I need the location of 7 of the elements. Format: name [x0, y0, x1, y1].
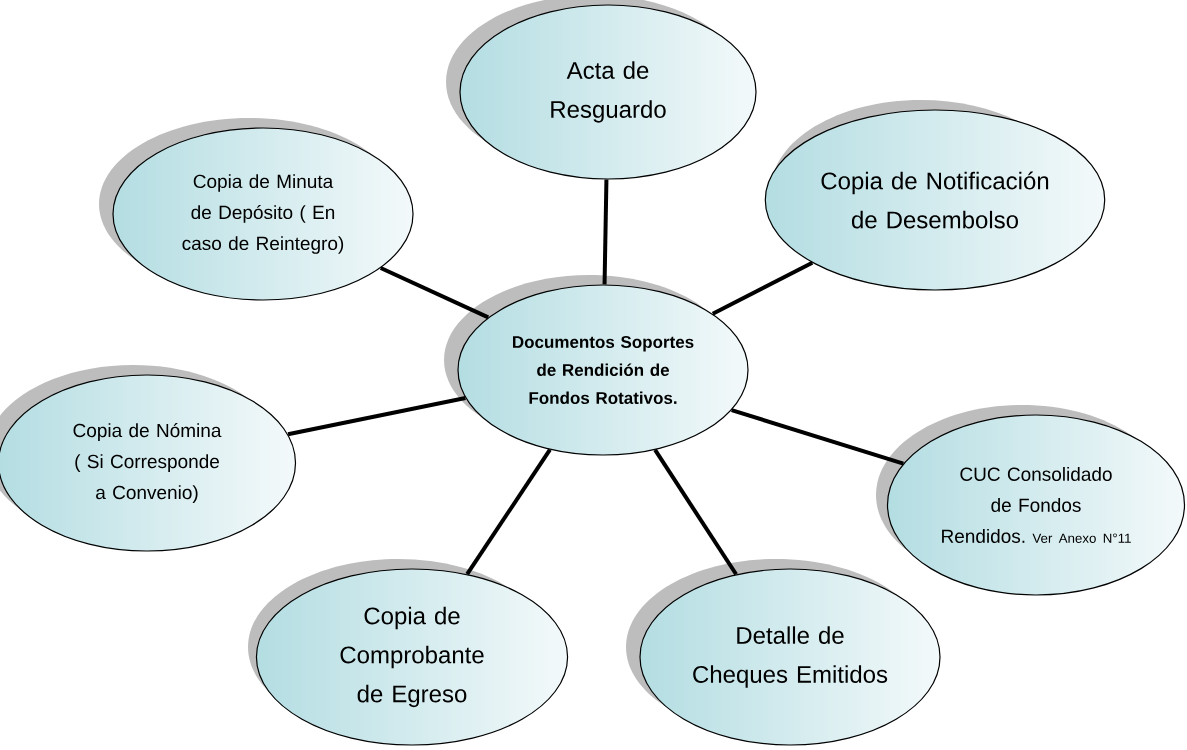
connector-line	[379, 266, 490, 320]
connector-line	[287, 396, 466, 437]
connector-line	[602, 179, 609, 285]
connector-line	[711, 261, 814, 316]
connector-line	[731, 408, 904, 466]
connector-line	[465, 448, 552, 576]
connector-line	[653, 448, 738, 576]
